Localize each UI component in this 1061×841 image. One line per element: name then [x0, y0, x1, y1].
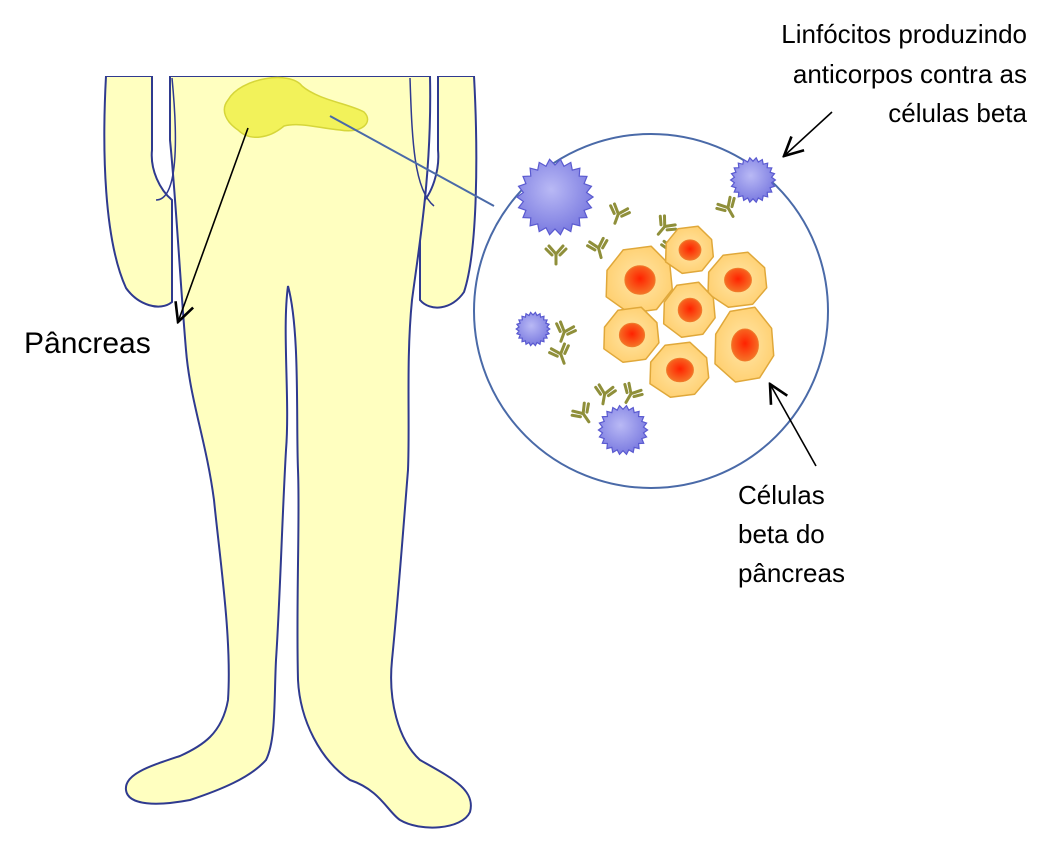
antibody	[594, 383, 617, 406]
pancreas-label: Pâncreas	[24, 327, 151, 360]
antibody	[623, 381, 644, 404]
lymphocytes-label-line-3: células beta	[888, 98, 1027, 128]
antibody	[715, 195, 736, 218]
beta-cells-label: Células beta do pâncreas	[738, 480, 845, 588]
zoom-connector-line	[329, 115, 495, 207]
beta-cell	[662, 281, 716, 339]
beta-cell	[605, 245, 674, 314]
beta-cells-group	[603, 225, 775, 399]
beta-cell	[707, 251, 768, 309]
nucleus	[677, 297, 703, 323]
beta-cell	[603, 306, 660, 364]
beta-cells-label-line-3: pâncreas	[738, 558, 845, 588]
lymphocytes-arrow	[784, 111, 833, 156]
lymphocyte-cell	[515, 311, 551, 347]
antibody	[656, 214, 678, 236]
lymphocytes-label: Linfócitos produzindo anticorpos contra …	[781, 19, 1027, 128]
right-arm	[419, 75, 478, 309]
human-body	[90, 0, 490, 829]
antibody	[586, 236, 609, 260]
lymphocytes-label-line-1: Linfócitos produzindo	[781, 19, 1027, 49]
beta-cell	[664, 225, 715, 275]
nucleus	[624, 265, 656, 295]
left-side-contour	[155, 77, 177, 201]
nucleus	[724, 267, 752, 293]
left-arm	[103, 75, 173, 308]
antibody	[544, 244, 568, 266]
lymphocyte-cell	[515, 158, 595, 236]
lymphocyte-cell	[729, 156, 777, 204]
beta-cell	[714, 306, 775, 383]
nucleus	[618, 322, 646, 348]
lymphocytes-group	[515, 156, 777, 456]
nucleus	[731, 328, 759, 362]
nucleus	[666, 357, 694, 383]
lymphocytes-label-line-2: anticorpos contra as	[793, 59, 1027, 89]
nucleus	[678, 239, 702, 261]
lymphocyte-cell	[597, 404, 649, 456]
beta-cells-arrow	[770, 384, 817, 467]
beta-cells-label-line-2: beta do	[738, 519, 825, 549]
beta-cells-label-line-1: Células	[738, 480, 825, 510]
antibody	[609, 202, 631, 225]
antibody	[548, 342, 570, 365]
pancreas-arrow	[178, 127, 249, 322]
beta-cell	[649, 341, 710, 399]
antibody	[570, 401, 591, 424]
right-side-contour	[409, 77, 435, 207]
torso-and-legs	[124, 75, 472, 829]
pancreas	[223, 76, 369, 138]
antibody	[555, 320, 577, 343]
